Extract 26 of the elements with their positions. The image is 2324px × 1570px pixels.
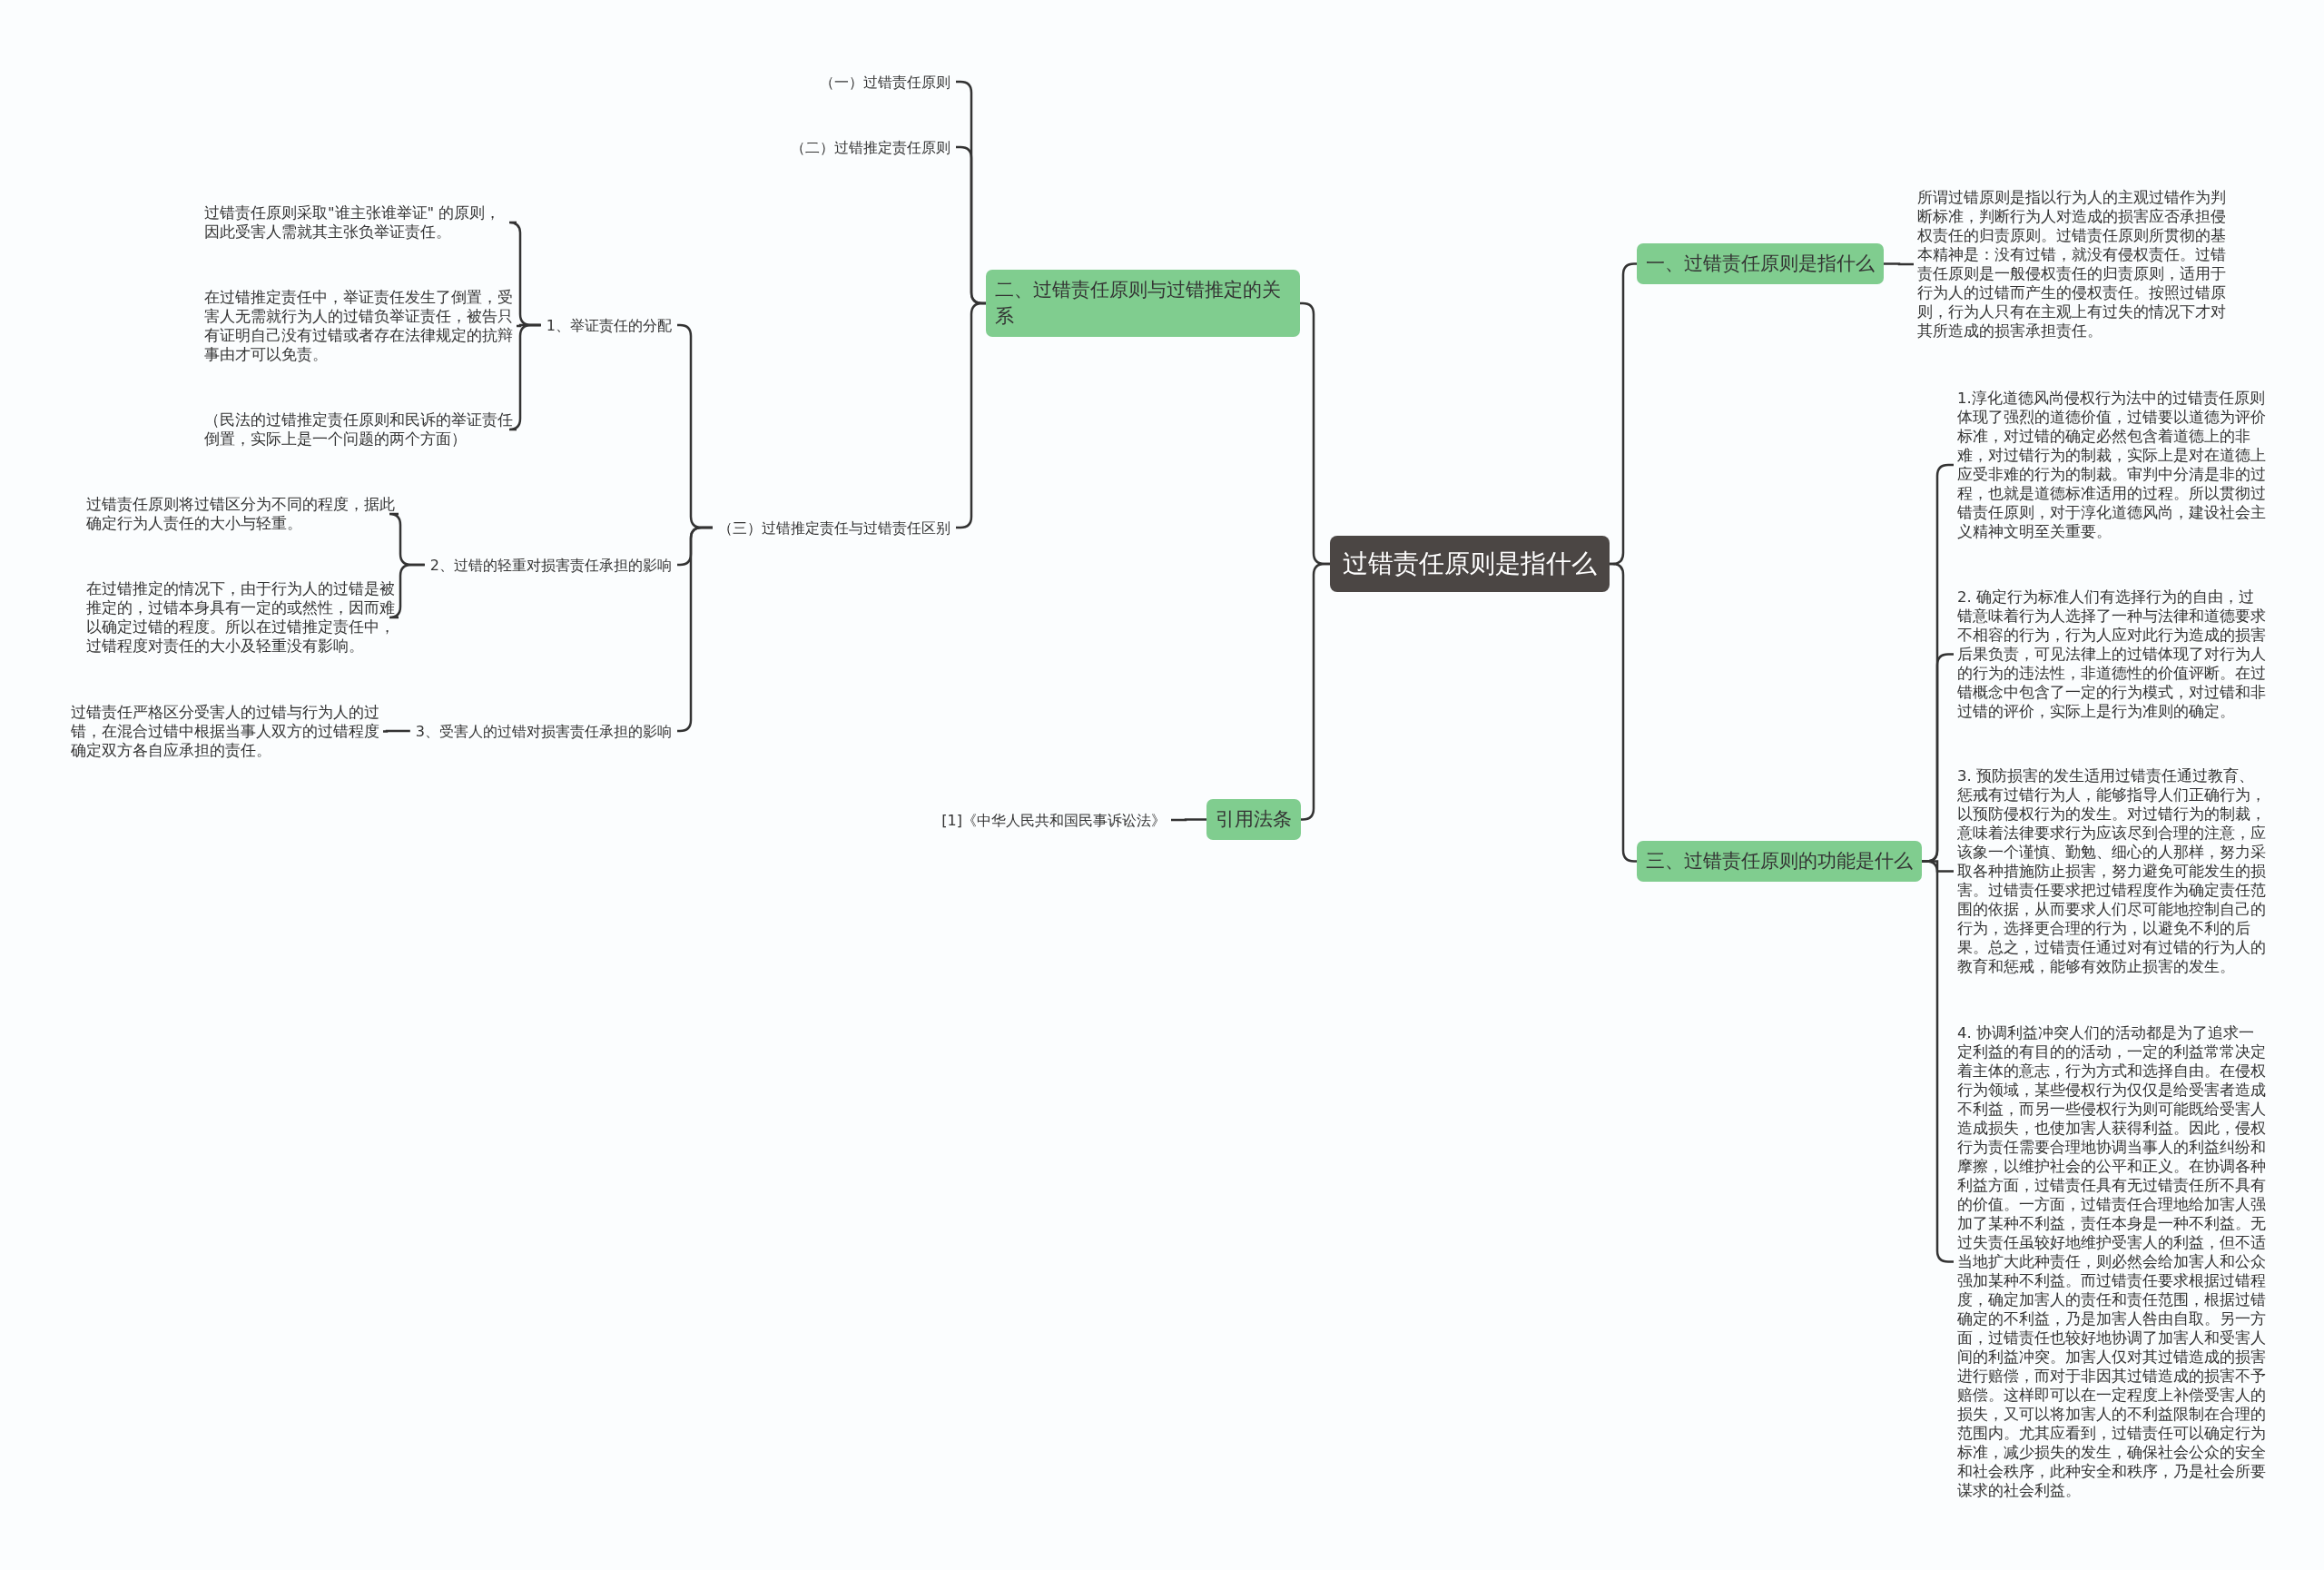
branch-label: 2、过错的轻重对损害责任承担的影响 bbox=[424, 555, 677, 575]
connector-line bbox=[1884, 262, 1914, 266]
note-text: 在过错推定的情况下，由于行为人的过错是被推定的，过错本身具有一定的或然性，因而难以确定过错的程度。所以在过错推定责任中，过错程度对责任的大小及轻重没有影响。 bbox=[83, 579, 399, 656]
note-text: 过错责任原则采取"谁主张谁举证" 的原则，因此受害人需就其主张负举证责任。 bbox=[201, 203, 517, 242]
note-text: 过错责任原则将过错区分为不同的程度，据此确定行为人责任的大小与轻重。 bbox=[83, 495, 399, 533]
central-topic-box: 过错责任原则是指什么 bbox=[1330, 536, 1610, 592]
branch-label: （二）过错推定责任原则 bbox=[785, 137, 956, 157]
topic-box: 引用法条 bbox=[1206, 799, 1301, 840]
topic-box: 二、过错责任原则与过错推定的关系 bbox=[986, 270, 1300, 337]
branch-label: （一）过错责任原则 bbox=[814, 72, 956, 92]
topic-box: 三、过错责任原则的功能是什么 bbox=[1637, 841, 1922, 882]
branch-label: （三）过错推定责任与过错责任区别 bbox=[713, 518, 956, 538]
topic-box: 一、过错责任原则是指什么 bbox=[1637, 243, 1884, 284]
note-text: 在过错推定责任中，举证责任发生了倒置，受害人无需就行为人的过错负举证责任，被告只有证明自己没有过错或者存在法律规定的抗辩事由才可以免责。 bbox=[201, 288, 517, 364]
note-text: （民法的过错推定责任原则和民诉的举证责任倒置，实际上是一个问题的两个方面） bbox=[201, 410, 517, 449]
branch-label: 1、举证责任的分配 bbox=[540, 315, 677, 335]
note-text: 1.淳化道德风尚侵权行为法中的过错责任原则体现了强烈的道德价值，过错要以道德为评价标准，对过错的确定必然包含着道德上的非难，对过错行为的制裁，实际上是对在道德上应受非难的行为的制裁。审判中分清是非的过程，也就是道德标准适用的过程。所以贯彻过错责任原则，对于淳化道德风尚，建设社会主义精神文明至关重要。 bbox=[1954, 389, 2270, 541]
connector-line bbox=[1171, 818, 1206, 822]
note-text: 4. 协调利益冲突人们的活动都是为了追求一定利益的有目的的活动，一定的利益常常决定着主体的意志，行为方式和选择自由。在侵权行为领域，某些侵权行为仅仅是给受害者造成不利益，而另一些侵权行为则可能既给受害人造成损失，也使加害人获得利益。因此，侵权行为责任需要合理地协调当事人的利益纠纷和摩擦，以维护社会的公平和正义。在协调各种利益方面，过错责任具有无过错责任所不具有的价值。一方面，过错责任合理地给加害人强加了某种不利益，责任本身是一种不利益。无过失责任虽较好地维护受害人的利益，但不适当地扩大此种责任，则必然会给加害人和公众强加某种不利益。而过错责任要求根据过错程度，确定加害人的责任和责任范围，根据过错确定的不利益，乃是加害人咎由自取。另一方面，过错责任也较好地协调了加害人和受害人间的利益冲突。加害人仅对其过错造成的损害进行赔偿，而对于非因其过错造成的损害不予赔偿。这样即可以在一定程度上补偿受害人的损失，又可以将加害人的不利益限制在合理的范围内。尤其应看到，过错责任可以确定行为标准，减少损失的发生，确保社会公众的安全和社会秩序，此种安全和秩序，乃是社会所要谋求的社会利益。 bbox=[1954, 1023, 2270, 1500]
note-text: 2. 确定行为标准人们有选择行为的自由，过错意味着行为人选择了一种与法律和道德要求不相容的行为，行为人应对此行为造成的损害后果负责，可见法律上的过错体现了对行为人的行为的违法性，非道德性的价值评断。在过错概念中包含了一定的行为模式，对过错和非过错的评价，实际上是行为准则的确定。 bbox=[1954, 588, 2270, 721]
note-text: 所谓过错原则是指以行为人的主观过错作为判断标准，判断行为人对造成的损害应否承担侵权责任的归责原则。过错责任原则所贯彻的基本精神是：没有过错，就没有侵权责任。过错责任原则是一般侵权责任的归责原则，适用于行为人的过错而产生的侵权责任。按照过错原则，行为人只有在主观上有过失的情况下才对其所造成的损害承担责任。 bbox=[1914, 188, 2230, 341]
branch-label: 3、受害人的过错对损害责任承担的影响 bbox=[409, 721, 677, 741]
note-text: 过错责任严格区分受害人的过错与行为人的过错，在混合过错中根据当事人双方的过错程度确定双方各自应承担的责任。 bbox=[67, 703, 383, 760]
note-text: 3. 预防损害的发生适用过错责任通过教育、惩戒有过错行为人，能够指导人们正确行为，以预防侵权行为的发生。对过错行为的制裁，意味着法律要求行为应该尽到合理的注意，应该象一个谨慎、勤勉、细心的人那样，努力采取各种措施防止损害，努力避免可能发生的损害。过错责任要求把过错程度作为确定责任范围的依据，从而要求人们尽可能地控制自己的行为，选择更合理的行为，以避免不利的后果。总之，过错责任通过对有过错的行为人的教育和惩戒，能够有效防止损害的发生。 bbox=[1954, 766, 2270, 976]
branch-label: [1]《中华人民共和国民事诉讼法》 bbox=[936, 810, 1171, 830]
connector-line bbox=[383, 729, 410, 733]
